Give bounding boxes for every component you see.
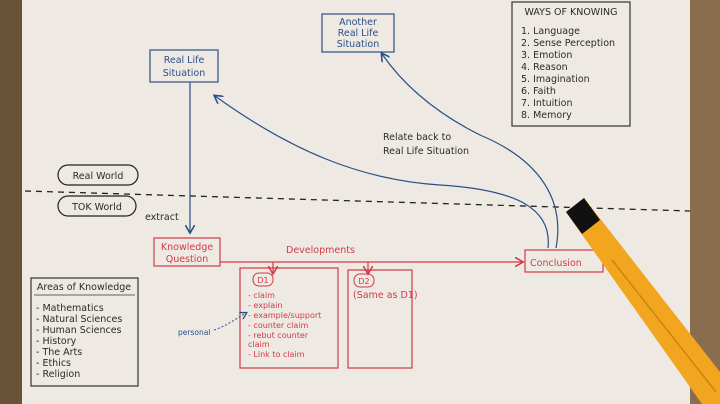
kq-line2: Question	[166, 254, 209, 265]
d1-label: D1	[257, 276, 268, 285]
real-life-situation-box: Real Life Situation	[149, 49, 219, 83]
d1-box: D1 - claim - explain - example/support -…	[239, 267, 339, 369]
d1-item-3: - example/support	[248, 311, 321, 320]
wok-item-1: 1. Language	[521, 26, 580, 37]
d1-item-4: - counter claim	[248, 321, 309, 330]
developments-label: Developments	[286, 245, 355, 256]
aok-item-5: - The Arts	[36, 347, 82, 358]
wok-item-2: 2. Sense Perception	[521, 38, 615, 49]
aok-item-7: - Religion	[36, 369, 80, 380]
knowledge-question-box: Knowledge Question	[153, 237, 221, 267]
svg-text:TOK World: TOK World	[71, 202, 122, 213]
d2-label: D2	[358, 277, 369, 286]
wok-item-6: 6. Faith	[521, 86, 556, 97]
wok-item-8: 8. Memory	[521, 110, 572, 121]
aok-item-2: - Natural Sciences	[36, 314, 122, 325]
d1-item-2: - explain	[248, 301, 282, 310]
paper-sheet	[22, 0, 690, 404]
relate-back-line1: Relate back to	[383, 132, 451, 143]
wok-item-5: 5. Imagination	[521, 74, 590, 85]
wok-title: WAYS OF KNOWING	[525, 7, 618, 18]
tok-world-label: TOK World	[57, 195, 137, 217]
another-situation-arrow	[382, 54, 559, 249]
aok-item-6: - Ethics	[36, 358, 71, 369]
extract-label: extract	[145, 212, 179, 223]
d2-box: D2 (Same as D1)	[347, 269, 418, 369]
d2-note: (Same as D1)	[353, 290, 418, 301]
kq-line1: Knowledge	[161, 242, 213, 253]
wok-item-3: 3. Emotion	[521, 50, 572, 61]
aok-item-3: - Human Sciences	[36, 325, 122, 336]
svg-text:Conclusion: Conclusion	[530, 258, 582, 269]
ways-of-knowing-box: WAYS OF KNOWING 1. Language 2. Sense Per…	[511, 1, 631, 127]
another-line2: Real Life	[338, 28, 379, 39]
another-line1: Another	[339, 17, 377, 28]
relate-back-line2: Real Life Situation	[383, 146, 469, 157]
wok-item-7: 7. Intuition	[521, 98, 573, 109]
d1-item-1: - claim	[248, 291, 275, 300]
real-life-line2: Situation	[163, 68, 205, 79]
d1-item-5: - rebut counter	[248, 331, 309, 340]
personal-arrow	[213, 313, 246, 331]
another-situation-box: Another Real Life Situation	[321, 13, 395, 53]
aok-item-4: - History	[36, 336, 77, 347]
aok-title: Areas of Knowledge	[37, 282, 131, 293]
wok-item-4: 4. Reason	[521, 62, 568, 73]
pen-photo	[566, 198, 720, 404]
real-world-label: Real World	[57, 164, 139, 186]
personal-label: personal	[178, 328, 210, 337]
svg-text:Real World: Real World	[73, 171, 124, 182]
d1-item-6: claim	[248, 340, 270, 349]
areas-of-knowledge-box: Areas of Knowledge - Mathematics - Natur…	[30, 277, 139, 387]
real-life-line1: Real Life	[164, 55, 205, 66]
aok-item-1: - Mathematics	[36, 303, 104, 314]
another-line3: Situation	[337, 39, 379, 50]
d1-item-7: - Link to claim	[248, 350, 305, 359]
relate-back-arrow	[215, 96, 549, 249]
